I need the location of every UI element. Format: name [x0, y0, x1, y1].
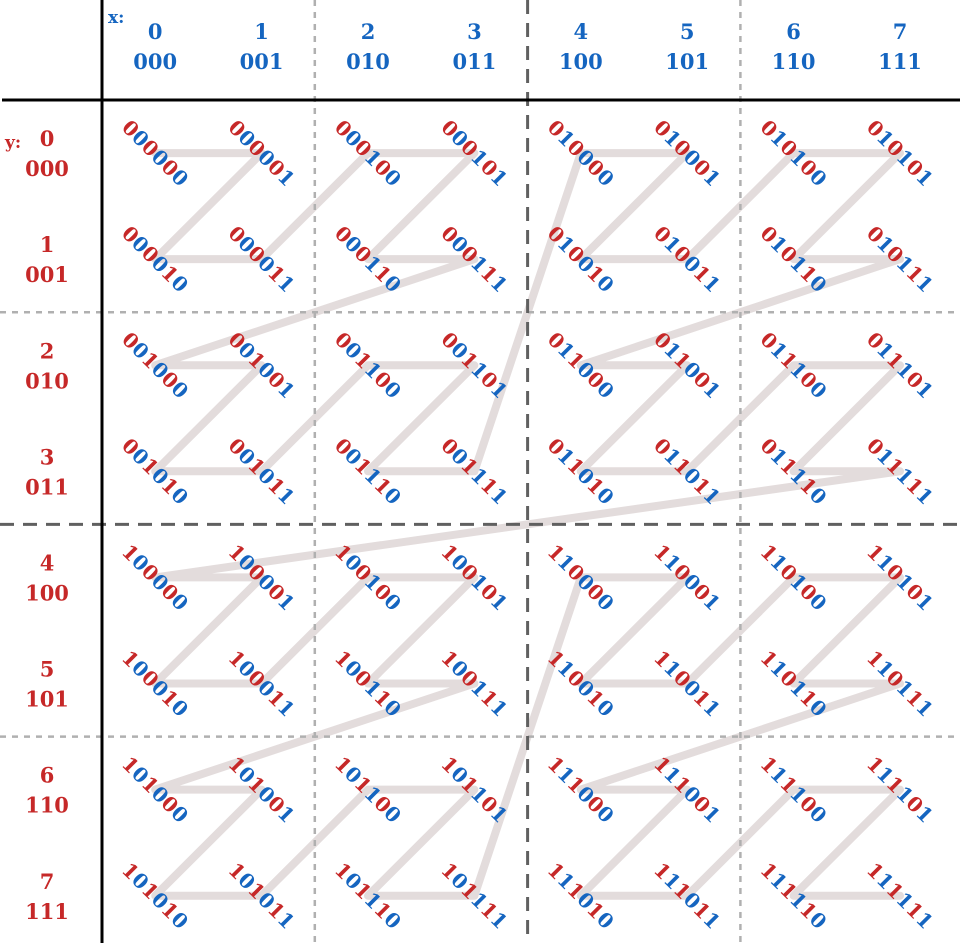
y-header-binary: 110	[25, 793, 69, 818]
y-header-binary: 011	[25, 474, 69, 499]
x-header-binary: 010	[346, 49, 390, 74]
x-header-decimal: 2	[361, 19, 376, 44]
y-header-decimal: 5	[40, 657, 55, 682]
morton-code: 100111	[436, 646, 512, 722]
morton-code: 100110	[330, 646, 406, 722]
x-header-decimal: 0	[148, 19, 163, 44]
y-header-decimal: 6	[40, 763, 55, 788]
x-header-binary: 110	[772, 49, 816, 74]
y-header-binary: 000	[25, 156, 69, 181]
cell-codes: 0000000000010001000001010100000100010101…	[117, 115, 938, 934]
morton-code: 010000	[543, 115, 619, 191]
x-header-decimal: 5	[680, 19, 695, 44]
y-header-decimal: 0	[40, 126, 55, 151]
x-header-decimal: 1	[254, 19, 269, 44]
morton-code: 011001	[649, 327, 725, 403]
morton-code: 010001	[649, 115, 725, 191]
x-header-binary: 100	[559, 49, 603, 74]
morton-code: 001100	[330, 327, 406, 403]
morton-code: 101101	[436, 752, 512, 828]
z-curve-line	[151, 149, 904, 900]
morton-code: 101000	[117, 752, 193, 828]
x-header-decimal: 4	[573, 19, 588, 44]
z-curve-path	[151, 149, 904, 900]
y-header-decimal: 3	[40, 444, 55, 469]
y-header-binary: 100	[25, 580, 69, 605]
y-header-binary: 001	[25, 262, 69, 287]
y-header-decimal: 4	[40, 550, 55, 575]
morton-code: 110000	[543, 539, 619, 615]
morton-code: 000101	[436, 115, 512, 191]
axis-headers: x:y:000010012010301141005101611071110000…	[4, 8, 922, 924]
morton-code: 100100	[330, 539, 406, 615]
y-header-binary: 010	[25, 368, 69, 393]
morton-code: 011100	[756, 327, 832, 403]
x-header-binary: 101	[665, 49, 709, 74]
y-header-binary: 101	[25, 687, 69, 712]
morton-code: 011010	[543, 433, 619, 509]
x-header-binary: 000	[133, 49, 177, 74]
morton-code: 001011	[224, 433, 300, 509]
y-header-decimal: 7	[40, 869, 55, 894]
x-axis-tag: x:	[108, 8, 124, 28]
y-header-decimal: 1	[40, 232, 55, 257]
x-header-decimal: 6	[786, 19, 801, 44]
y-axis-tag: y:	[4, 133, 21, 153]
x-header-decimal: 7	[893, 19, 908, 44]
y-header-decimal: 2	[40, 338, 55, 363]
x-header-binary: 111	[878, 49, 922, 74]
x-header-binary: 001	[240, 49, 284, 74]
y-header-binary: 111	[25, 899, 69, 924]
morton-code: 010100	[756, 115, 832, 191]
x-header-decimal: 3	[467, 19, 482, 44]
x-header-binary: 011	[452, 49, 496, 74]
